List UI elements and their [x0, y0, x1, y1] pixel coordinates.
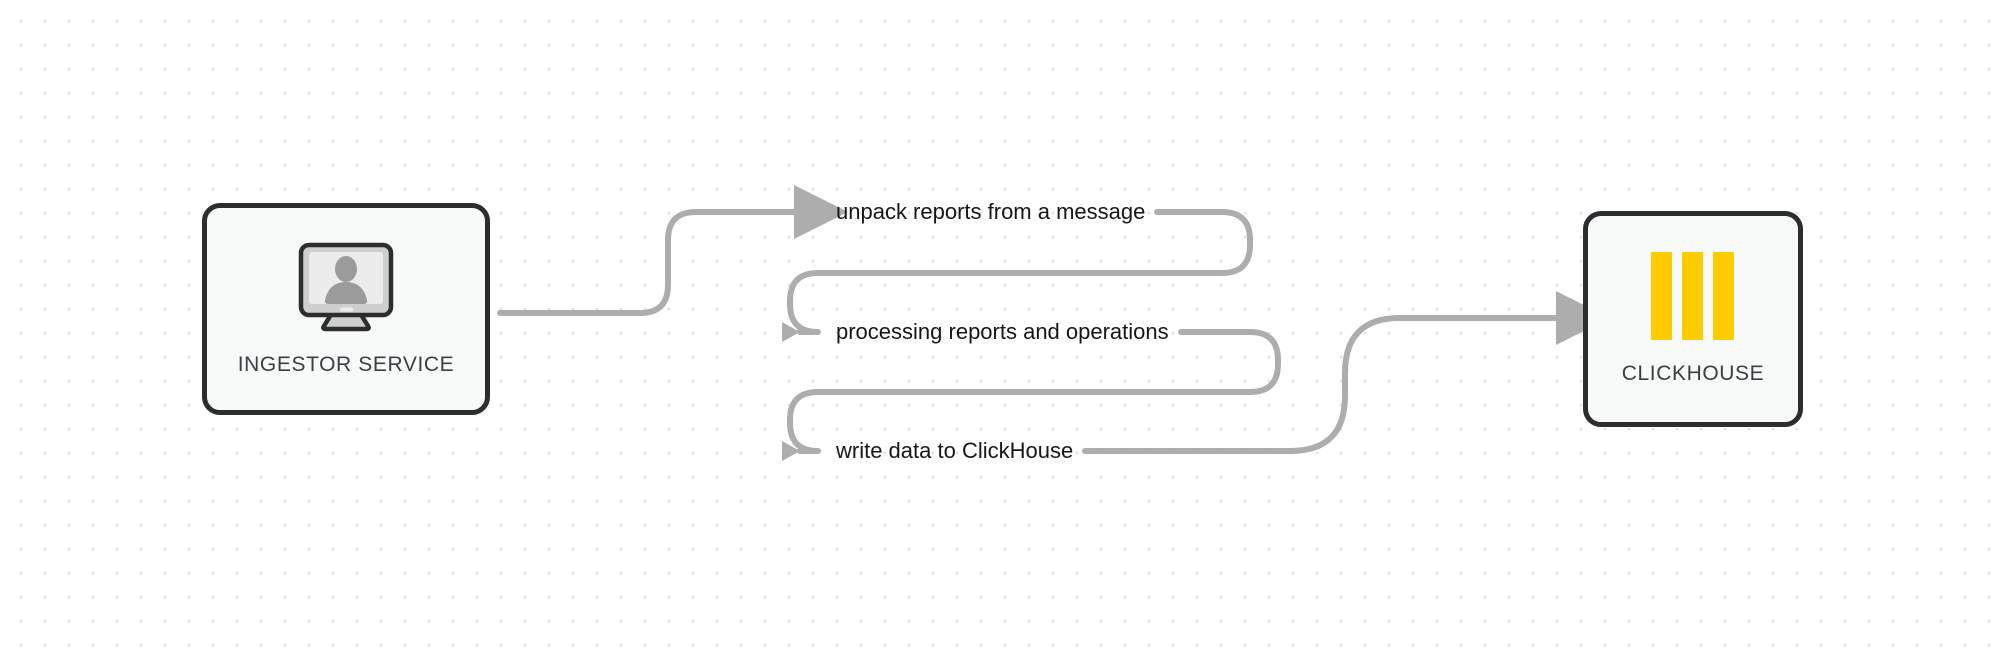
- edge-label-unpack-reports: unpack reports from a message: [836, 199, 1146, 224]
- node-ingestor-service-label: INGESTOR SERVICE: [237, 353, 455, 376]
- connector-step2-to-step3: [787, 329, 1281, 454]
- connector-step3-to-clickhouse: [1082, 291, 1610, 454]
- edge-label-write-data: write data to ClickHouse: [836, 438, 1074, 463]
- node-clickhouse[interactable]: CLICKHOUSE: [1583, 211, 1803, 427]
- clickhouse-bars-icon: [1650, 252, 1736, 340]
- edge-label-processing-reports: processing reports and operations: [836, 319, 1169, 344]
- connector-step1-to-step2: [787, 209, 1253, 335]
- connector-ingestor-to-step1: [497, 185, 848, 316]
- node-clickhouse-label: CLICKHOUSE: [1621, 362, 1765, 385]
- loopback-arrowheads: [782, 322, 800, 461]
- node-ingestor-service[interactable]: INGESTOR SERVICE: [202, 203, 490, 415]
- monitor-user-icon: [296, 241, 396, 333]
